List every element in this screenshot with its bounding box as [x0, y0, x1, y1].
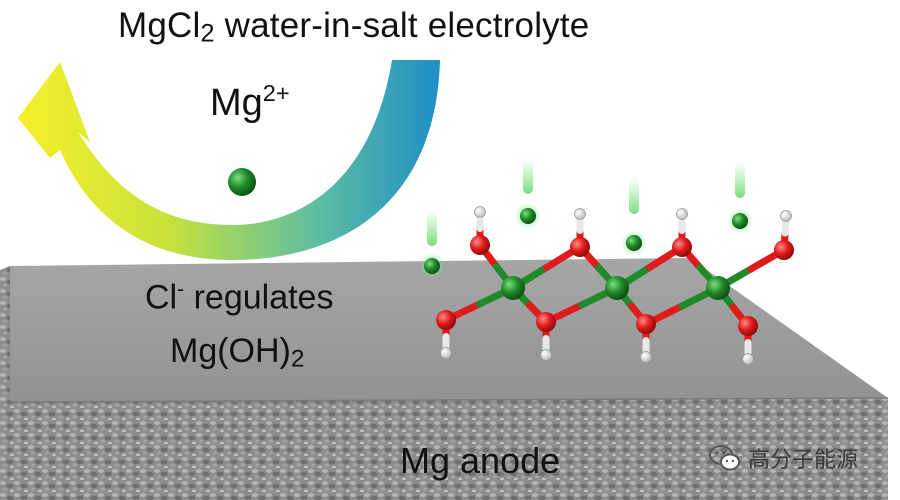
mg-oh2-structure — [228, 158, 794, 365]
oxygen-atom — [672, 237, 692, 257]
ion-trail — [427, 210, 437, 246]
hydrogen-atom — [676, 208, 688, 220]
magnesium-atom — [706, 276, 730, 300]
mg-ion — [626, 235, 642, 251]
curved-arrow — [18, 60, 440, 260]
anode-front-face — [10, 398, 888, 500]
mg-anode-label: Mg anode — [400, 440, 561, 481]
anode-left-face — [0, 266, 10, 500]
oxygen-atom — [470, 235, 490, 255]
oxygen-atom — [738, 316, 758, 336]
hydrogen-atom — [540, 349, 552, 361]
oxygen-atom — [570, 237, 590, 257]
oxygen-atom — [636, 314, 656, 334]
chloride-regulates-label: Cl- regulates — [145, 278, 334, 317]
hydrogen-atom — [640, 351, 652, 363]
oxygen-atom — [774, 240, 794, 260]
anode-edge — [9, 397, 889, 403]
hydrogen-atom — [574, 208, 586, 220]
hydrogen-atom — [440, 347, 452, 359]
mg-ion — [228, 168, 256, 196]
watermark: 高分子能源 — [708, 442, 858, 474]
ion-trail — [523, 158, 533, 194]
electrolyte-title: MgCl2 water-in-salt electrolyte — [118, 6, 590, 48]
ion-trail — [735, 162, 745, 198]
mg-ion — [424, 258, 440, 274]
mg-hydroxide-label: Mg(OH)2 — [170, 332, 305, 373]
magnesium-atom — [605, 276, 629, 300]
hydrogen-atom — [742, 353, 754, 365]
hydrogen-atom — [780, 210, 792, 222]
oxygen-atom — [536, 312, 556, 332]
watermark-text: 高分子能源 — [748, 448, 859, 473]
ion-trail — [629, 178, 639, 214]
magnesium-atom — [501, 276, 525, 300]
mg-ion — [520, 208, 536, 224]
mg-ion-label: Mg2+ — [210, 80, 290, 125]
hydrogen-atom — [474, 206, 486, 218]
wechat-icon — [709, 445, 740, 471]
mg-ion — [732, 213, 748, 229]
oxygen-atom — [436, 310, 456, 330]
